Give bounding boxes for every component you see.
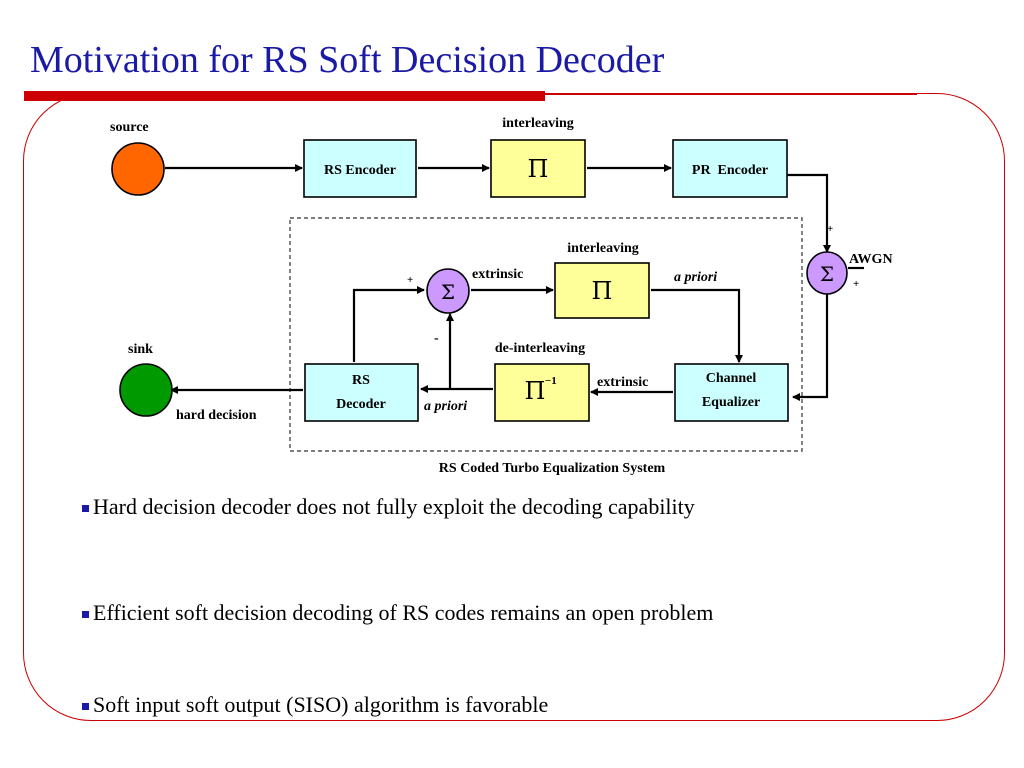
interleaver-symbol: Π <box>528 155 549 183</box>
extrinsic-label-2: extrinsic <box>597 375 648 390</box>
bullet-text: Hard decision decoder does not fully exp… <box>93 494 695 519</box>
inner-interleaver-block <box>554 262 650 319</box>
sum-minus-sign: - <box>434 331 439 346</box>
wire-interleaver-to-equalizer <box>651 288 743 363</box>
bullet-item: Efficient soft decision decoding of RS c… <box>82 600 713 626</box>
pr-encoder-block <box>672 139 788 198</box>
deinterleaver-symbol: Π <box>525 377 546 405</box>
equalizer-label-line2: Equalizer <box>702 395 760 410</box>
bullet-item: Hard decision decoder does not fully exp… <box>82 494 713 520</box>
bullet-text: Soft input soft output (SISO) algorithm … <box>93 692 549 717</box>
a-priori-label-1: a priori <box>674 270 717 285</box>
title-underline-line <box>545 94 917 95</box>
awgn-plus-right: + <box>853 278 859 290</box>
content-frame <box>23 93 1005 721</box>
a-priori-label-2: a priori <box>424 399 467 414</box>
awgn-plus-top: + <box>827 223 833 235</box>
slide-title: Motivation for RS Soft Decision Decoder <box>30 39 665 81</box>
wire-pr-encoder-to-awgn-sum <box>787 173 831 253</box>
deinterleaver-block <box>494 363 590 422</box>
awgn-label: AWGN <box>849 252 893 267</box>
deinterleaver-superscript: −1 <box>545 375 557 387</box>
equalizer-label-line1: Channel <box>706 371 757 386</box>
system-boundary <box>289 217 803 452</box>
rs-encoder-block <box>303 139 417 198</box>
diagram-caption: RS Coded Turbo Equalization System <box>439 461 666 476</box>
interleaving-label-inner: interleaving <box>567 241 639 256</box>
deinterleaving-label: de-interleaving <box>495 341 585 356</box>
sink-node <box>119 363 173 417</box>
channel-equalizer-block <box>674 363 789 422</box>
rs-decoder-label-line2: Decoder <box>336 397 386 412</box>
bullet-square-icon <box>82 611 89 618</box>
sum-plus-sign: + <box>407 274 413 286</box>
extrinsic-label-1: extrinsic <box>472 267 523 282</box>
rs-encoder-label: RS Encoder <box>324 163 396 178</box>
hard-decision-label: hard decision <box>176 408 257 423</box>
sink-label: sink <box>128 342 153 357</box>
awgn-sum-node <box>806 251 848 295</box>
interleaver-block <box>490 139 586 198</box>
interleaving-label-top: interleaving <box>502 116 574 131</box>
extrinsic-sum-symbol: Σ <box>441 280 455 304</box>
bullet-list: Hard decision decoder does not fully exp… <box>82 490 713 717</box>
title-underline-bar <box>24 91 545 101</box>
inner-interleaver-symbol: Π <box>592 277 613 305</box>
bullet-square-icon <box>82 505 89 512</box>
wire-decoder-to-sum <box>352 286 425 362</box>
bullet-item: Soft input soft output (SISO) algorithm … <box>82 692 713 718</box>
extrinsic-sum-node <box>426 268 470 314</box>
bullet-square-icon <box>82 703 89 710</box>
pr-encoder-label: PR Encoder <box>692 163 768 178</box>
wire-awgn-to-equalizer <box>792 293 829 401</box>
source-label: source <box>110 120 149 135</box>
awgn-sum-symbol: Σ <box>820 262 834 286</box>
rs-decoder-label-line1: RS <box>352 373 370 388</box>
rs-decoder-block <box>304 363 419 422</box>
bullet-text: Efficient soft decision decoding of RS c… <box>93 600 714 625</box>
source-node <box>111 142 165 196</box>
